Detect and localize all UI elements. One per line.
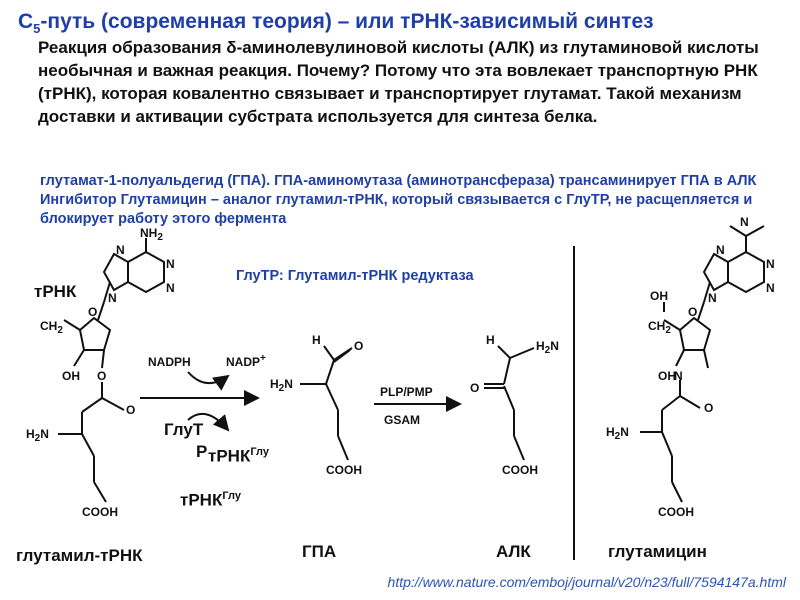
glutamicin-h2n-label: H2N: [606, 425, 629, 442]
alk-structure: [484, 345, 535, 461]
glutamicin-structure: [640, 225, 765, 503]
glutamicin-ch2-oh-label: OH: [650, 289, 668, 303]
ester-o-label: O: [97, 369, 106, 383]
gpa-o-label: O: [354, 339, 363, 353]
adenine-n-label-4: N: [108, 291, 117, 305]
gpa-h2n-label: H2N: [270, 377, 293, 394]
glutamicin-o-label: O: [704, 401, 713, 415]
slide-title: С5-путь (современная теория) – или тРНК-…: [18, 10, 654, 36]
ribose-o-label: O: [88, 305, 97, 319]
alk-h2n-label: H2N: [536, 339, 559, 356]
alk-o-label: O: [470, 381, 479, 395]
cooh-label-1: COOH: [82, 505, 118, 519]
glut-label: ГлуТ: [164, 420, 204, 439]
adenine-nh2-label: NH2: [140, 226, 163, 243]
inhibitor-note: глутамат-1-полуальдегид (ГПА). ГПА-амино…: [40, 173, 757, 227]
glutamicin-oh-label: OH: [658, 369, 676, 383]
source-link[interactable]: http://www.nature.com/emboj/journal/v20/…: [387, 574, 786, 590]
glutamicin-amide-n-label: N: [674, 369, 683, 383]
title-rest: -путь (современная теория) – или тРНК-за…: [40, 10, 654, 33]
alk-caption: АЛК: [496, 542, 531, 561]
r-label: Р: [196, 442, 208, 461]
ribose-ch2-label: CH2: [40, 319, 63, 336]
nadph-label: NADPH: [148, 355, 191, 369]
plp-pmp-label: PLP/PMP: [380, 385, 433, 399]
adenine-n-label-2: N: [166, 281, 175, 295]
cooh-label-4: COOH: [658, 505, 694, 519]
dimethyl-n-label: N: [740, 215, 749, 229]
gpa-structure: [300, 345, 353, 461]
carbonyl-o-label: O: [126, 403, 135, 417]
adenine-n-label-1: N: [166, 257, 175, 271]
gpa-caption: ГПА: [302, 542, 337, 561]
cooh-label-2: COOH: [326, 463, 362, 477]
glutamicin-n-label-1: N: [766, 257, 775, 271]
glutamicin-n-label-4: N: [708, 291, 717, 305]
trna-glu-label-1: тРНКГлу: [208, 446, 269, 466]
adenine-n-label-3: N: [116, 243, 125, 257]
nadp-label: NADP+: [226, 353, 266, 369]
reduction-arrow: [140, 371, 260, 432]
glutamicin-n-label-2: N: [766, 281, 775, 295]
gpa-h-label: H: [312, 333, 321, 347]
title-subscript: 5: [33, 21, 41, 37]
ribose-oh-label: OH: [62, 369, 80, 383]
amine-h2n-label: H2N: [26, 427, 49, 444]
glutamicin-ch2-label: CH2: [648, 319, 671, 336]
title-prefix: С: [18, 10, 34, 33]
glutamicin-caption: глутамицин: [608, 542, 707, 561]
cooh-label-3: COOH: [502, 463, 538, 477]
trna-label: тРНК: [34, 282, 77, 301]
glutamicin-ribose-o-label: O: [688, 305, 697, 319]
glutamicin-n-label-3: N: [716, 243, 725, 257]
alk-h-label: H: [486, 333, 495, 347]
enzyme-label: ГлуТР: Глутамил-тРНК редуктаза: [236, 268, 474, 284]
glutamyl-trna-structure: [58, 238, 165, 503]
glutamyl-trna-caption: глутамил-тРНК: [16, 546, 143, 565]
trna-glu-label-2: тРНКГлу: [180, 490, 241, 510]
intro-paragraph: Реакция образования δ-аминолевулиновой к…: [38, 38, 759, 126]
gsam-label: GSAM: [384, 413, 420, 427]
